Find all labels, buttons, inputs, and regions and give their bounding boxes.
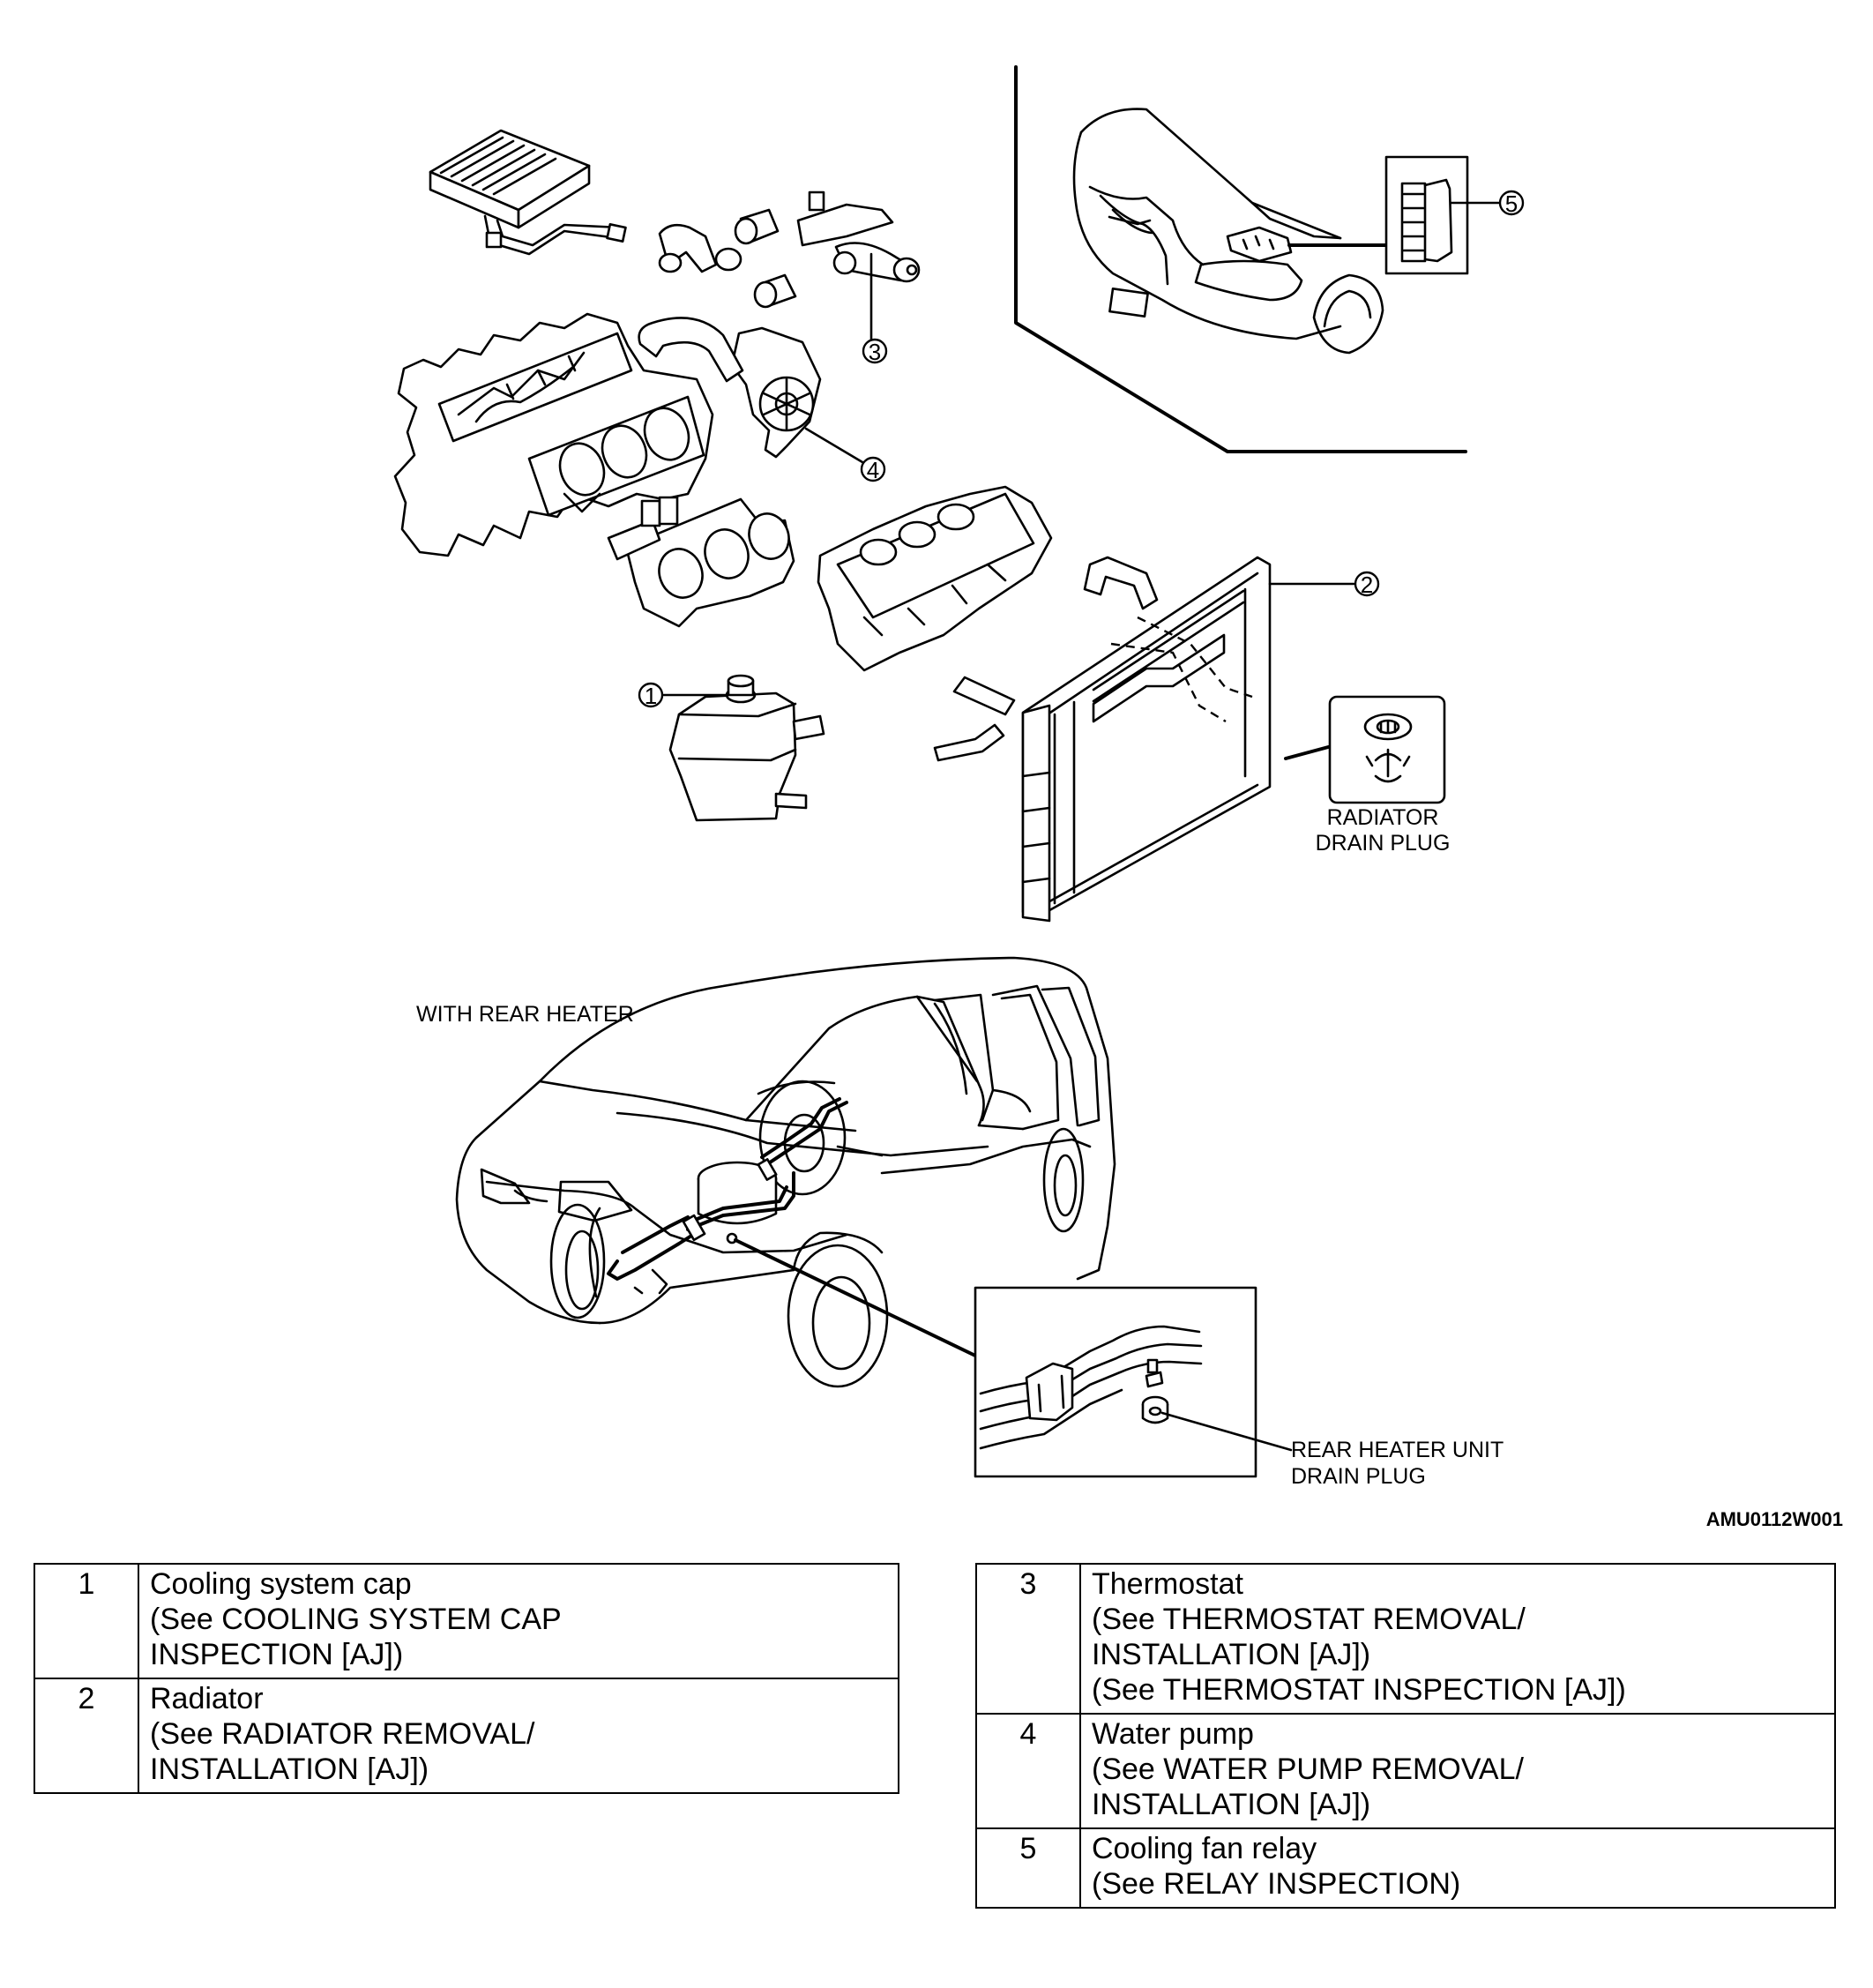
rear-heater-drain-plug-inset	[974, 1286, 1257, 1478]
svg-text:5: 5	[1505, 191, 1518, 217]
part-number: 2	[34, 1678, 139, 1794]
part-reference: (See WATER PUMP REMOVAL/	[1092, 1753, 1524, 1786]
coolant-reservoir-illustration	[668, 674, 825, 822]
fan-relay-location-inset	[1014, 65, 1469, 453]
engine-block-illustration	[393, 312, 714, 557]
part-name: Cooling system cap	[150, 1567, 412, 1601]
svg-text:3: 3	[869, 339, 881, 365]
figure-code: AMU0112W001	[1706, 1508, 1843, 1530]
part-name: Radiator	[150, 1682, 264, 1715]
part-reference: (See RADIATOR REMOVAL/	[150, 1717, 535, 1751]
part-reference: (See COOLING SYSTEM CAP	[150, 1603, 562, 1636]
part-name: Thermostat	[1092, 1567, 1243, 1601]
part-number: 4	[975, 1713, 1081, 1829]
part-reference: INSTALLATION [AJ])	[1092, 1638, 1371, 1671]
van-illustration	[455, 956, 1116, 1388]
radiator-drain-plug-label-line1: RADIATOR	[1327, 805, 1439, 830]
part-name: Cooling fan relay	[1092, 1832, 1317, 1865]
part-name: Water pump	[1092, 1717, 1254, 1751]
callout-3: 3	[862, 338, 888, 365]
callout-2: 2	[1354, 571, 1380, 598]
part-number: 3	[975, 1563, 1081, 1715]
radiator-illustration	[933, 556, 1272, 923]
water-pump-illustration	[730, 326, 822, 459]
callout-5: 5	[1498, 190, 1525, 217]
callout-4: 4	[860, 456, 886, 483]
cylinder-head-right-illustration	[817, 485, 1053, 672]
heater-core-illustration	[429, 129, 627, 256]
part-reference: INSPECTION [AJ])	[150, 1638, 404, 1671]
part-description: Water pump(See WATER PUMP REMOVAL/INSTAL…	[1079, 1713, 1836, 1829]
part-number: 1	[34, 1563, 139, 1679]
cylinder-head-gasket-illustration	[607, 496, 795, 628]
part-description: Cooling fan relay(See RELAY INSPECTION)	[1079, 1827, 1836, 1909]
rear-heater-piping-illustration	[607, 1097, 848, 1295]
rear-heater-drain-plug-leader	[1160, 1411, 1293, 1452]
rear-heater-leader	[734, 1238, 979, 1358]
svg-text:2: 2	[1361, 572, 1373, 598]
part-reference: (See THERMOSTAT INSPECTION [AJ])	[1092, 1673, 1626, 1707]
engine-hose-illustration	[638, 317, 744, 383]
drain-plug-leader	[1284, 744, 1333, 760]
part-description: Thermostat(See THERMOSTAT REMOVAL/INSTAL…	[1079, 1563, 1836, 1715]
svg-text:4: 4	[867, 457, 879, 483]
part-description: Radiator(See RADIATOR REMOVAL/INSTALLATI…	[138, 1678, 899, 1794]
thermostat-housing-illustration	[658, 191, 921, 309]
part-reference: (See RELAY INSPECTION)	[1092, 1867, 1461, 1901]
with-rear-heater-label: WITH REAR HEATER	[416, 1002, 634, 1027]
rear-heater-drain-plug-label-line2: DRAIN PLUG	[1291, 1464, 1426, 1489]
callout-1: 1	[638, 682, 664, 709]
svg-text:1: 1	[645, 683, 657, 709]
part-number: 5	[975, 1827, 1081, 1909]
part-reference: INSTALLATION [AJ])	[1092, 1788, 1371, 1821]
part-reference: INSTALLATION [AJ])	[150, 1753, 429, 1786]
rear-heater-drain-plug-label-line1: REAR HEATER UNIT	[1291, 1438, 1504, 1462]
callout-leader-4	[804, 427, 864, 464]
part-reference: (See THERMOSTAT REMOVAL/	[1092, 1603, 1526, 1636]
radiator-drain-plug-label-line2: DRAIN PLUG	[1316, 831, 1451, 856]
radiator-drain-plug-inset	[1328, 695, 1446, 804]
part-description: Cooling system cap(See COOLING SYSTEM CA…	[138, 1563, 899, 1679]
